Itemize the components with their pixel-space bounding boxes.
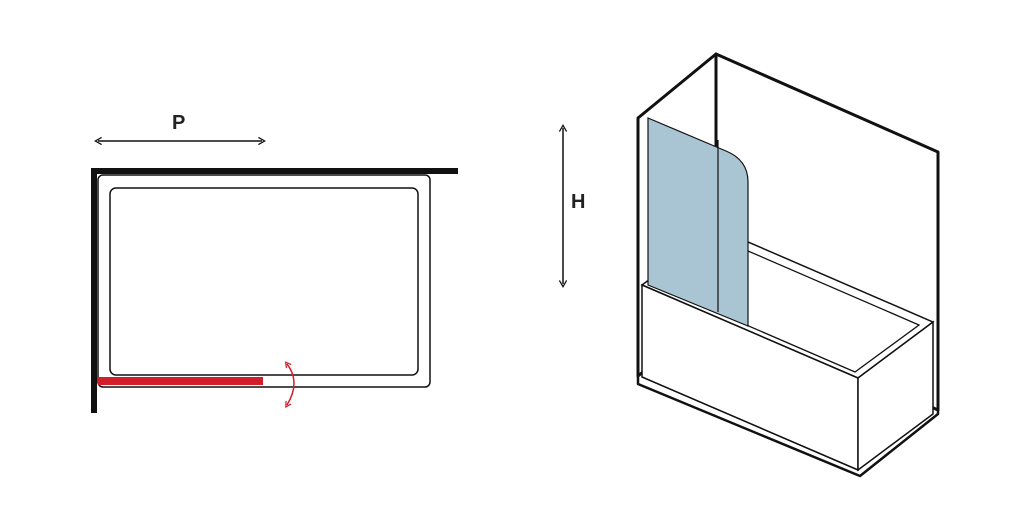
plan-view (91, 136, 458, 413)
height-dimension-label: H (571, 191, 586, 213)
width-dimension-label: P (172, 112, 186, 134)
perspective-view (558, 52, 940, 478)
bathtub-base-outline (636, 376, 940, 478)
glass-panel-plan (98, 377, 263, 385)
plan-wall (91, 168, 458, 413)
bathtub-end-panel (857, 320, 934, 472)
bathtub-inner-basin (109, 187, 419, 376)
curved-double-arrow-icon (284, 361, 295, 408)
bathtub-base-front-edge (641, 376, 859, 471)
glass-panel (647, 117, 749, 327)
